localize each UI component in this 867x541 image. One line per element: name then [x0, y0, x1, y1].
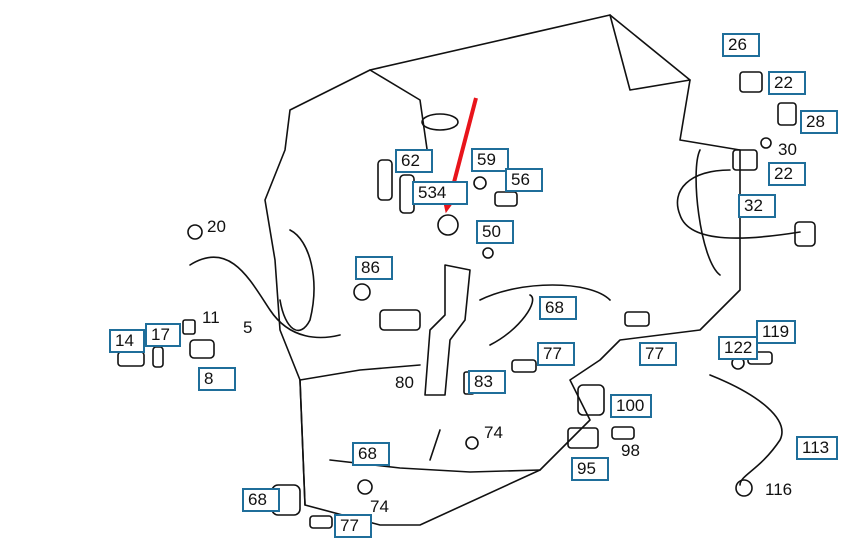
callout-50: 50 [476, 220, 514, 244]
callout-534: 534 [412, 181, 468, 205]
callout-77a: 77 [537, 342, 575, 366]
callout-77b: 77 [639, 342, 677, 366]
callout-22a: 22 [768, 71, 806, 95]
callout-62: 62 [395, 149, 433, 173]
callout-113: 113 [796, 436, 838, 460]
label-5: 5 [243, 318, 253, 337]
label-20: 20 [207, 217, 226, 236]
sensor-wire-68b [489, 294, 534, 346]
callout-68a: 68 [539, 296, 577, 320]
bracket-80 [424, 264, 471, 396]
callout-56: 56 [505, 168, 543, 192]
callout-14: 14 [109, 329, 145, 353]
callout-32: 32 [738, 194, 776, 218]
sensor-wire-5 [189, 256, 341, 339]
label-74a: 74 [484, 423, 503, 442]
callout-8: 8 [198, 367, 236, 391]
label-116: 116 [765, 480, 793, 499]
ground-cable-113 [709, 374, 783, 486]
oil-cap [421, 113, 459, 131]
callout-77c: 77 [334, 514, 372, 538]
callout-68c: 68 [242, 488, 280, 512]
callout-83: 83 [468, 370, 506, 394]
callout-95: 95 [571, 457, 609, 481]
callout-26: 26 [722, 33, 760, 57]
label-30: 30 [778, 140, 797, 159]
callout-68b: 68 [352, 442, 390, 466]
sensor-wire-68 [479, 284, 611, 301]
label-80: 80 [395, 373, 414, 392]
label-98: 98 [621, 441, 640, 460]
wire-32 [676, 169, 801, 239]
callout-59: 59 [471, 148, 509, 172]
callout-122: 122 [718, 336, 758, 360]
callout-119: 119 [756, 320, 796, 344]
label-74b: 74 [370, 497, 389, 516]
engine-block-outline [264, 14, 741, 526]
callout-86: 86 [355, 256, 393, 280]
callout-22b: 22 [768, 162, 806, 186]
label-11: 11 [202, 308, 220, 327]
callout-100: 100 [610, 394, 652, 418]
callout-17: 17 [145, 323, 181, 347]
callout-28: 28 [800, 110, 838, 134]
